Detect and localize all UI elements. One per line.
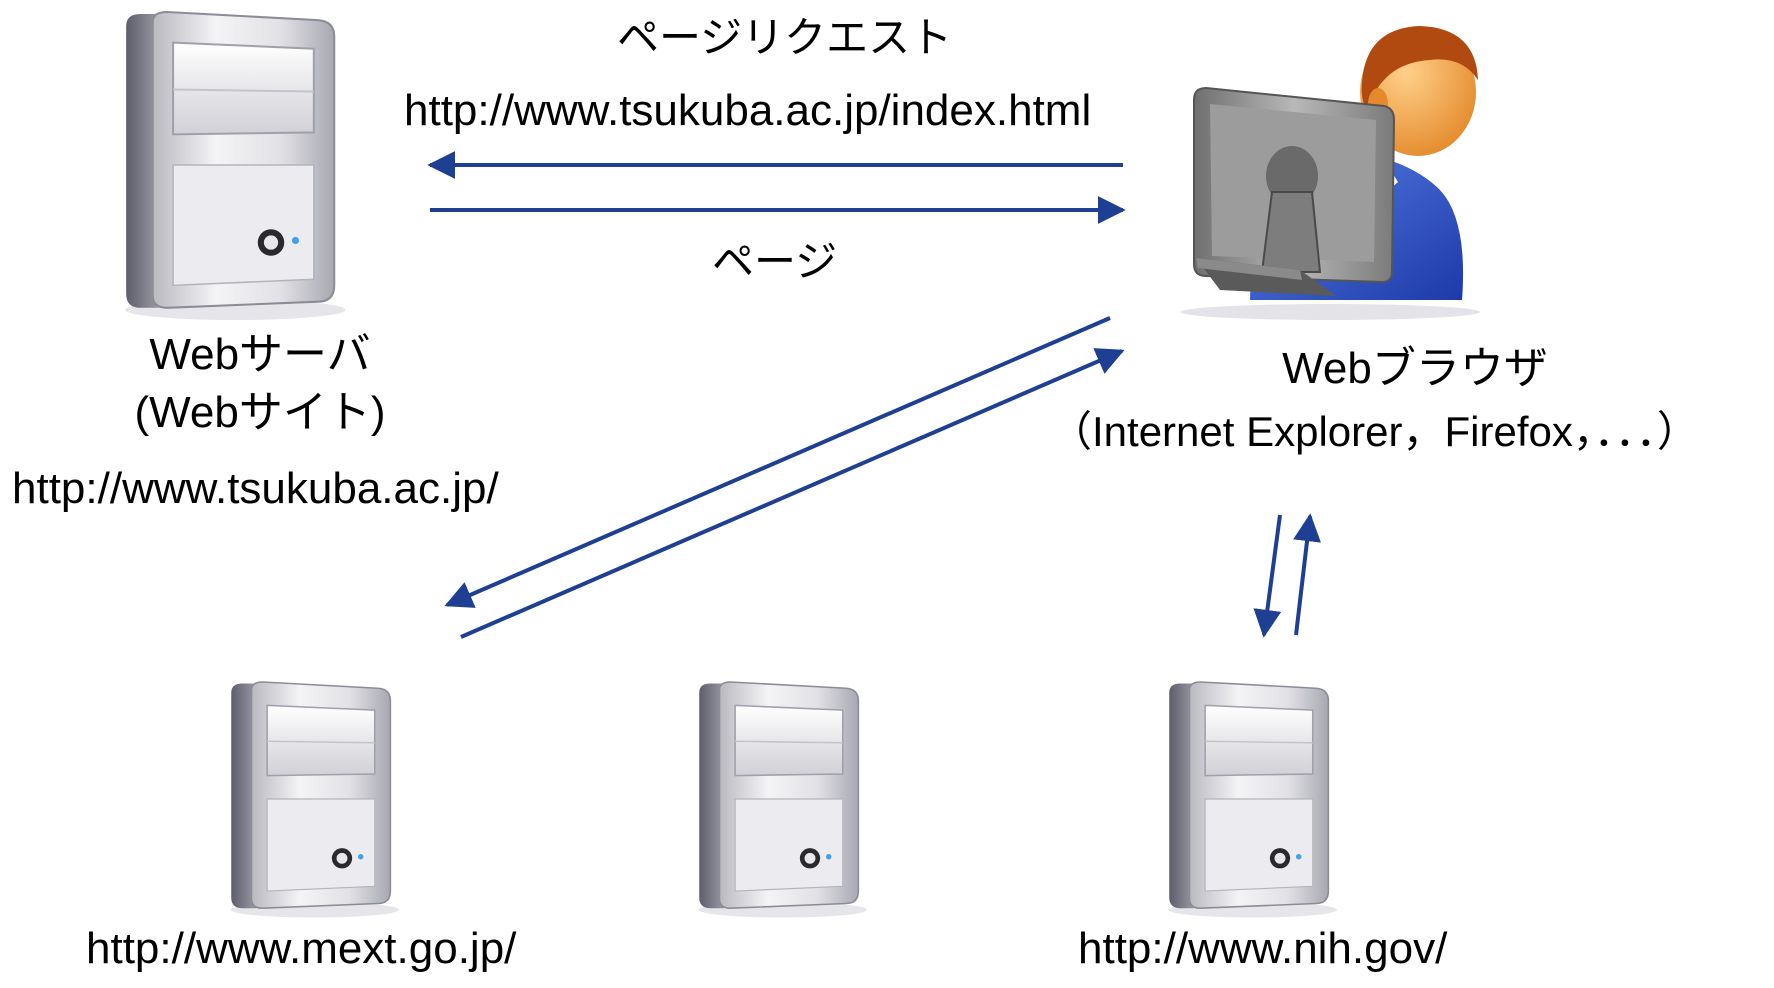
server-tower-icon	[1167, 681, 1338, 919]
browser-title: Webブラウザ	[1282, 344, 1548, 393]
server-tower-icon	[229, 681, 400, 919]
web-server-url: http://www.tsukuba.ac.jp/	[12, 464, 499, 513]
web-server-subtitle: (Webサイト)	[134, 388, 386, 437]
server-tower-icon	[124, 10, 347, 322]
user-at-computer-icon	[1180, 26, 1480, 320]
arrow-to-mext-server	[444, 316, 1111, 608]
server-tower-icon	[697, 681, 868, 919]
web-server-title: Webサーバ	[149, 330, 371, 379]
request-label: ページリクエスト	[617, 14, 953, 61]
server-nih-url: http://www.nih.gov/	[1078, 924, 1448, 973]
response-label: ページ	[712, 238, 838, 285]
request-url: http://www.tsukuba.ac.jp/index.html	[404, 86, 1092, 135]
arrow-from-nih-server	[1293, 513, 1321, 636]
arrow-to-nih-server	[1253, 514, 1282, 638]
server-mext-url: http://www.mext.go.jp/	[86, 924, 517, 973]
browser-examples: （Internet Explorer，Firefox，．．．）	[1050, 408, 1699, 455]
arrow-from-mext-server	[460, 348, 1125, 639]
